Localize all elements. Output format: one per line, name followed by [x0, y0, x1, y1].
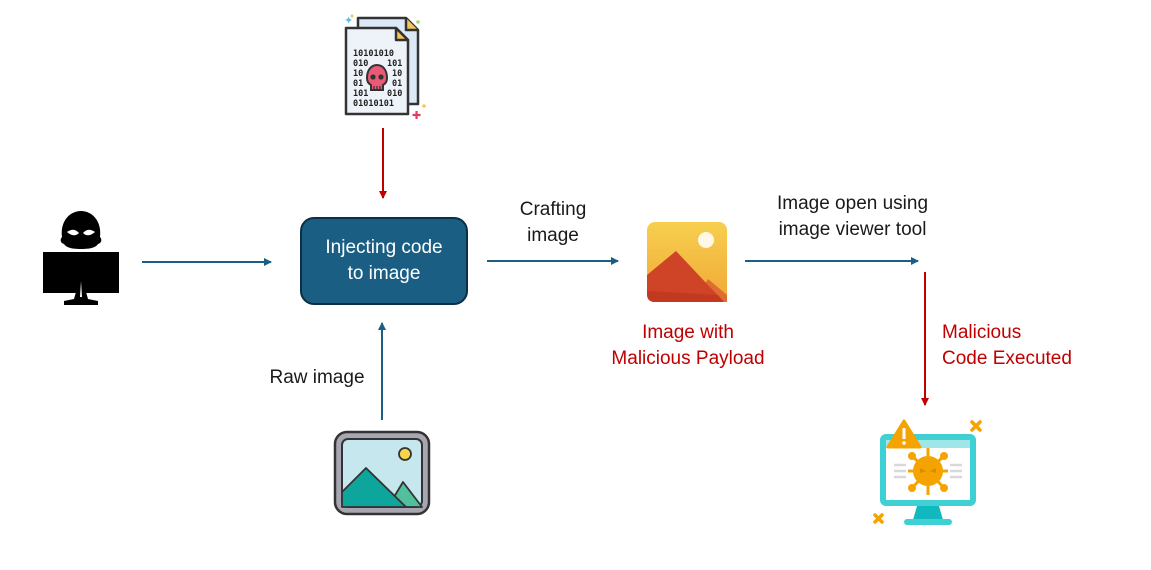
raw-image-label: Raw image [269, 367, 365, 388]
executed-label: Malicious Code Executed [942, 320, 1087, 372]
svg-text:✚: ✚ [412, 109, 421, 120]
process-box-injecting-code: Injecting code to image [300, 217, 468, 305]
svg-text:101: 101 [353, 89, 368, 99]
svg-text:101: 101 [387, 59, 402, 69]
crafting-label-line1: Crafting [519, 199, 587, 220]
executed-label-line2: Code Executed [942, 348, 1072, 369]
hacker-computer-icon [43, 211, 119, 305]
svg-text:✦: ✦ [344, 14, 353, 27]
viewer-label-line2: image viewer tool [778, 219, 927, 240]
svg-text:10: 10 [392, 69, 402, 79]
viewer-label-line1: Image open using [776, 193, 929, 214]
crafting-label: Crafting image [498, 197, 608, 249]
svg-text:10101010: 10101010 [353, 49, 394, 59]
malicious-binary-file-icon: ✦ ✚ 10101010 010 101 10 10 01 01 101 010 010… [344, 14, 426, 120]
viewer-label: Image open using image viewer tool [765, 191, 940, 243]
svg-text:10: 10 [353, 69, 363, 79]
svg-text:010: 010 [387, 89, 402, 99]
payload-image-icon [647, 222, 727, 302]
process-label-line1: Injecting code [325, 237, 443, 258]
process-label-line2: to image [347, 263, 421, 284]
svg-text:010: 010 [353, 59, 368, 69]
infected-computer-icon [873, 419, 982, 525]
svg-text:01010101: 01010101 [353, 99, 394, 109]
executed-label-line1: Malicious [942, 322, 1022, 343]
svg-text:01: 01 [392, 79, 402, 89]
crafting-label-line2: image [527, 225, 579, 246]
raw-image-icon [333, 430, 431, 516]
payload-label-line1: Image with [642, 322, 734, 343]
svg-text:01: 01 [353, 79, 363, 89]
payload-label: Image with Malicious Payload [598, 320, 778, 372]
payload-label-line2: Malicious Payload [611, 348, 765, 369]
